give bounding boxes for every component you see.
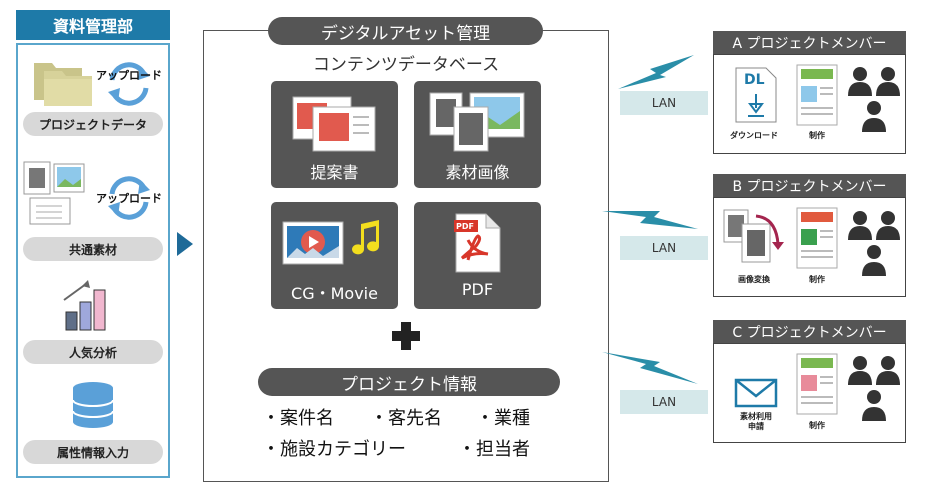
member-b-make-label: 制作 xyxy=(809,275,825,284)
proposal-icon xyxy=(292,96,376,152)
project-info-title: プロジェクト情報 xyxy=(258,368,560,396)
tile-proposal: 提案書 xyxy=(271,81,398,188)
info-item-facility-category: ・施設カテゴリー xyxy=(262,439,406,460)
member-b-title: B プロジェクトメンバー xyxy=(713,174,906,198)
digital-asset-panel xyxy=(203,30,609,482)
info-item-case-name: ・案件名 xyxy=(262,408,334,429)
content-database-subtitle: コンテンツデータベース xyxy=(312,55,500,75)
dl-text: DL xyxy=(744,72,765,88)
material-image-icon xyxy=(429,92,525,152)
production-doc-icon-a xyxy=(796,64,838,126)
left-item-common-material: 共通素材 xyxy=(23,237,163,261)
tile-proposal-label: 提案書 xyxy=(310,163,359,182)
lan-label-b: LAN xyxy=(620,236,708,260)
left-item-popularity-analysis: 人気分析 xyxy=(23,340,163,364)
member-a-make-label: 制作 xyxy=(809,131,825,140)
member-c-title: C プロジェクトメンバー xyxy=(713,320,906,344)
left-column-title: 資料管理部 xyxy=(16,10,170,40)
info-item-industry: ・業種 xyxy=(476,408,530,429)
lightning-icon-a xyxy=(618,55,694,89)
tile-pdf-label: PDF xyxy=(461,280,494,299)
sync-arrows-icon-2 xyxy=(108,176,150,220)
production-doc-icon-b xyxy=(796,207,838,269)
left-item-project-data: プロジェクトデータ xyxy=(23,112,163,136)
folders-icon xyxy=(34,63,92,106)
people-icon-b xyxy=(848,211,900,276)
bar-chart-icon xyxy=(63,280,106,331)
mail-icon xyxy=(734,378,778,408)
people-icon-a xyxy=(848,67,900,132)
member-a-action-label: ダウンロード xyxy=(730,131,778,140)
cg-movie-icon xyxy=(282,220,380,265)
lan-label-c: LAN xyxy=(620,390,708,414)
documents-icon xyxy=(23,161,85,225)
lan-label-a: LAN xyxy=(620,91,708,115)
pdf-badge: PDF xyxy=(456,222,474,231)
production-doc-icon-c xyxy=(796,353,838,415)
upload-label-1: アップロード xyxy=(96,69,162,82)
info-item-person-in-charge: ・担当者 xyxy=(458,439,530,460)
people-icon-c xyxy=(848,356,900,421)
sync-arrows-icon xyxy=(108,62,150,106)
database-icon xyxy=(72,382,114,428)
member-a-title: A プロジェクトメンバー xyxy=(713,31,906,55)
left-item-attribute-input: 属性情報入力 xyxy=(23,440,163,464)
tile-cg-movie: CG・Movie xyxy=(271,202,398,309)
member-b-action-label: 画像変換 xyxy=(738,275,770,284)
tile-cg-movie-label: CG・Movie xyxy=(291,284,378,303)
tile-pdf: PDF PDF xyxy=(414,202,541,309)
info-item-client-name: ・客先名 xyxy=(370,408,442,429)
upload-label-2: アップロード xyxy=(96,192,162,205)
image-convert-icon xyxy=(723,209,784,263)
pdf-icon xyxy=(454,213,501,273)
lightning-icon-c xyxy=(602,352,698,384)
lightning-icon-b xyxy=(602,211,698,229)
download-doc-icon xyxy=(735,67,777,123)
member-c-action-label: 素材利用 申請 xyxy=(740,412,772,431)
tile-material-image: 素材画像 xyxy=(414,81,541,188)
right-arrow-icon xyxy=(177,232,193,256)
tile-material-image-label: 素材画像 xyxy=(445,163,510,182)
plus-icon xyxy=(392,322,420,350)
member-c-make-label: 制作 xyxy=(809,421,825,430)
digital-asset-title: デジタルアセット管理 xyxy=(268,17,543,45)
